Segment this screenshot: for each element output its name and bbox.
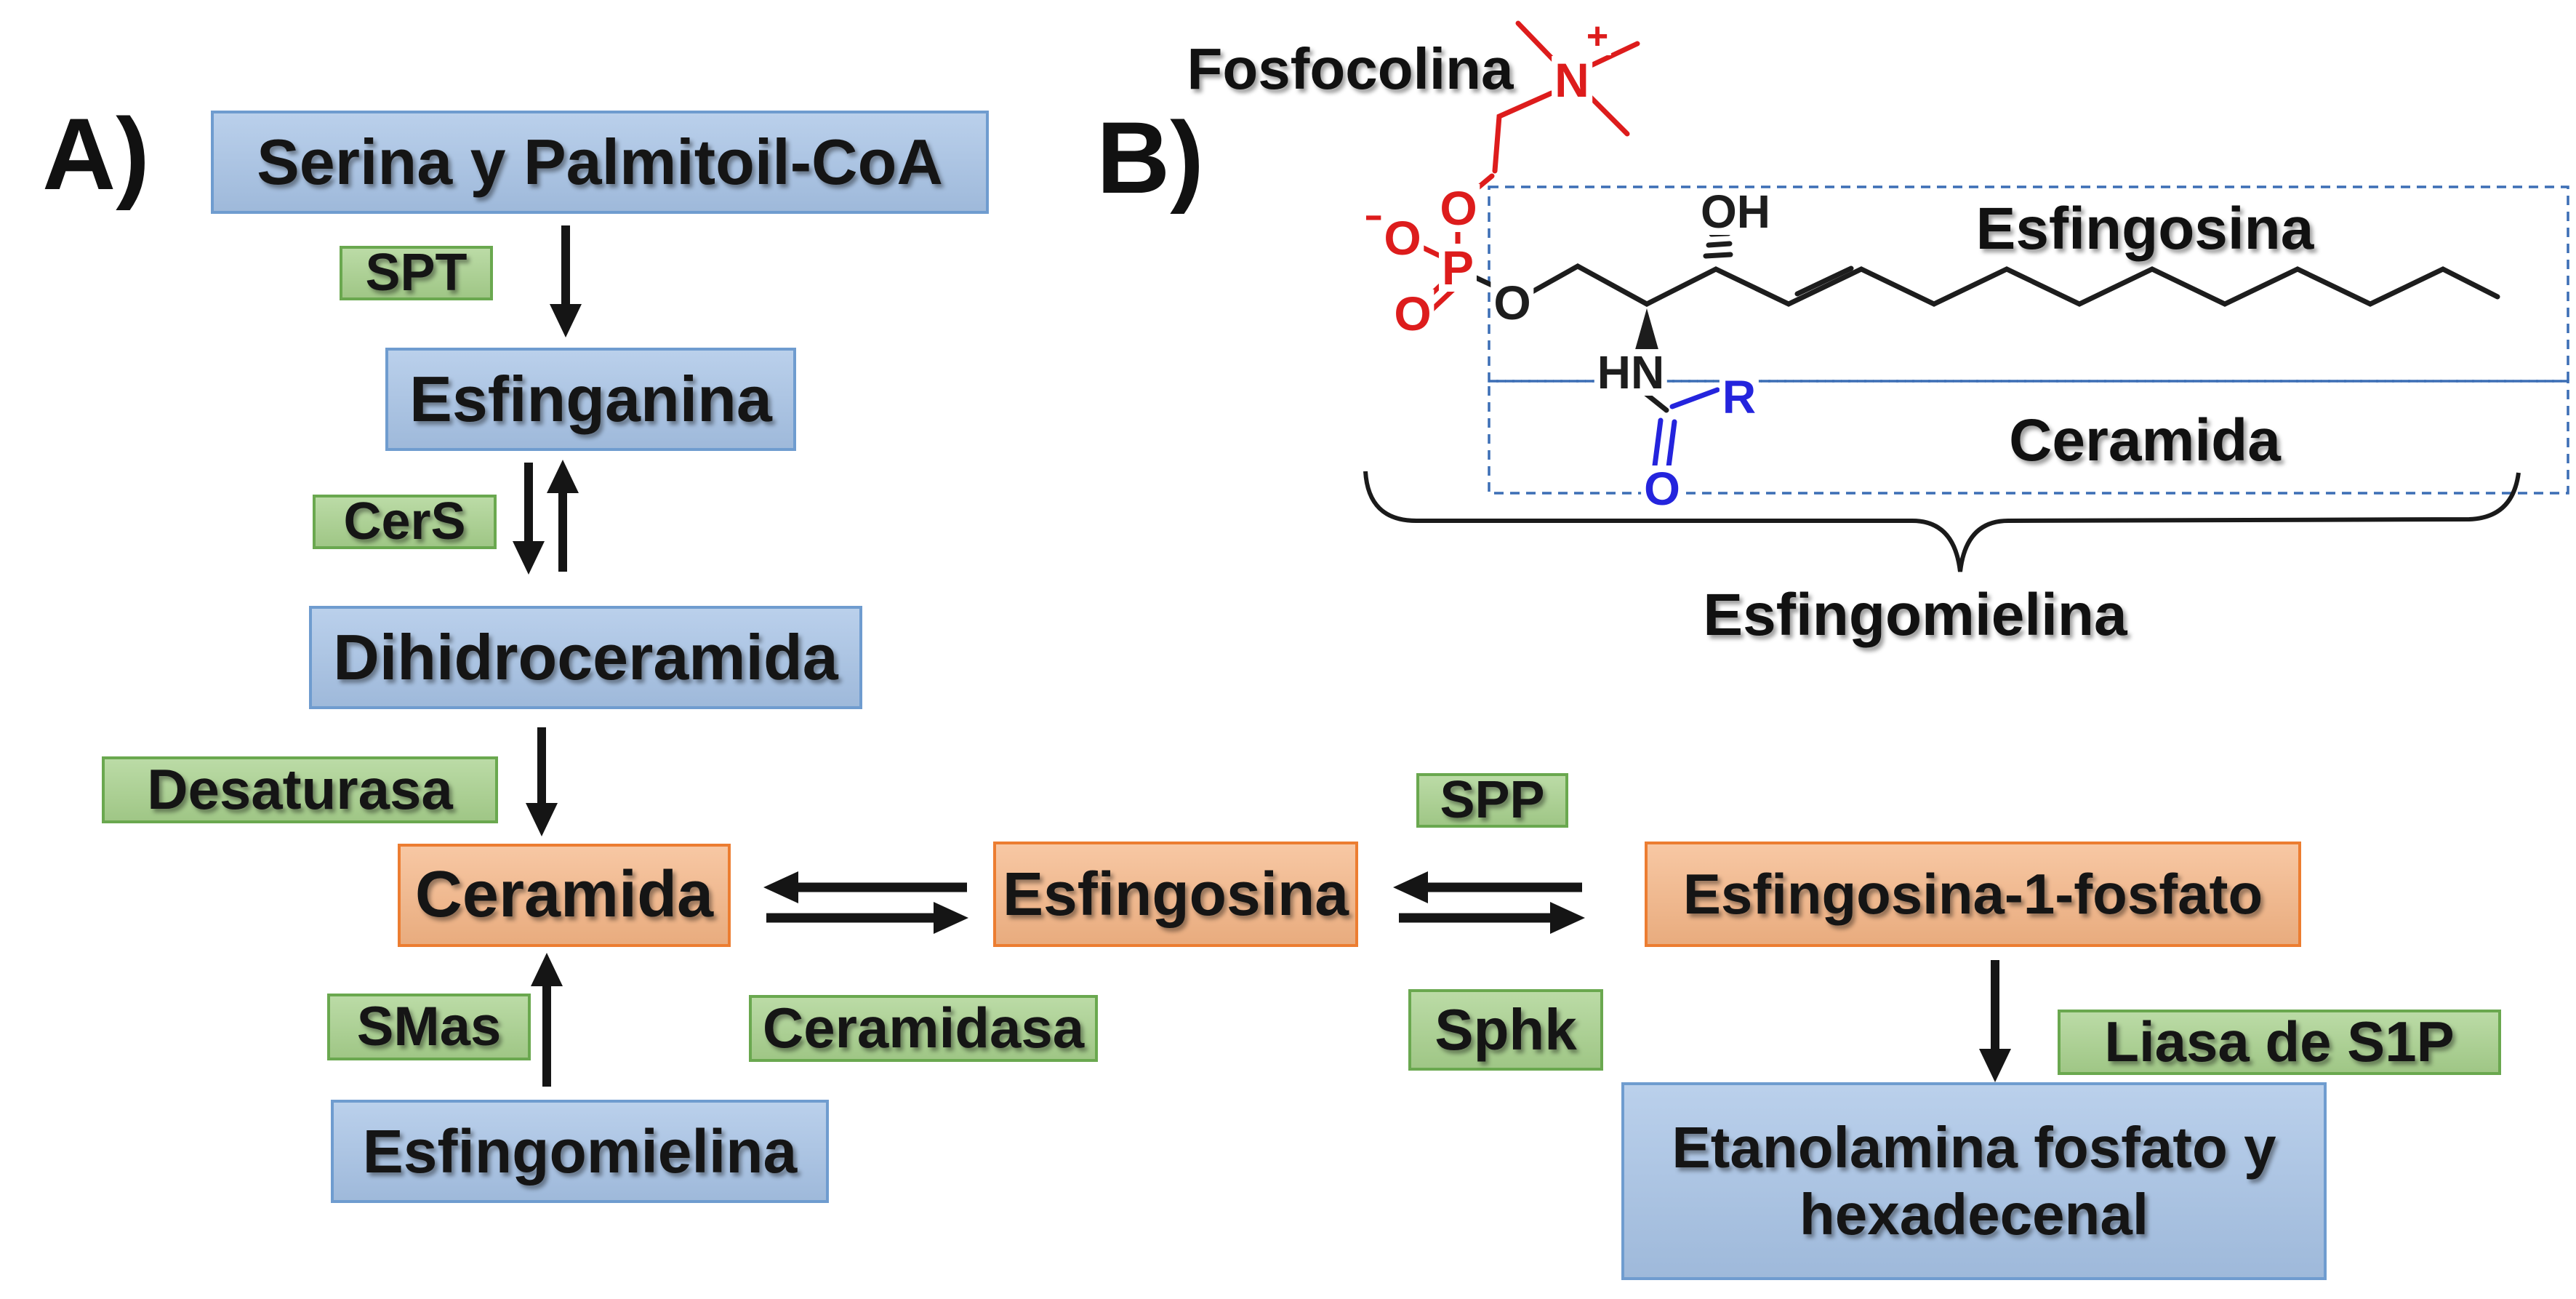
arrow-ceramida-esfingosina-reversible — [763, 871, 968, 934]
atom-o-phosphate-left: O — [1381, 214, 1424, 262]
enzyme-sphk-label: Sphk — [1435, 997, 1577, 1062]
node-serina-label: Serina y Palmitoil-CoA — [257, 126, 943, 199]
node-etanolamina-line1: Etanolamina fosfato y — [1672, 1115, 2276, 1180]
enzyme-liasa-s1p: Liasa de S1P — [2058, 1010, 2501, 1075]
node-esfingomielina-a: Esfingomielina — [331, 1100, 829, 1203]
arrow-esfingosina-e1p-reversible — [1393, 871, 1585, 934]
enzyme-spt: SPT — [340, 244, 493, 303]
enzyme-cers: CerS — [313, 492, 497, 551]
node-etanolamina-line2: hexadecenal — [1799, 1182, 2149, 1247]
enzyme-liasa-s1p-label: Liasa de S1P — [2104, 1010, 2455, 1074]
atom-o-phosphate-double: O — [1391, 289, 1435, 337]
arrow-esfinganina-dihidroceramida-reversible — [513, 460, 579, 575]
enzyme-desaturasa: Desaturasa — [102, 756, 498, 823]
arrow-dihidroceramida-to-ceramida — [526, 727, 558, 836]
enzyme-desaturasa-label: Desaturasa — [147, 757, 453, 822]
node-serina-palmitoil-coa: Serina y Palmitoil-CoA — [211, 111, 989, 214]
node-e1p-label: Esfingosina-1-fosfato — [1682, 861, 2263, 926]
atom-oh-group: OH — [1698, 188, 1773, 235]
node-ceramida: Ceramida — [398, 844, 731, 947]
arrow-serina-to-esfinganina — [550, 225, 582, 337]
esfingomielina-b-label: Esfingomielina — [1703, 582, 2127, 648]
node-esfingomielina-a-label: Esfingomielina — [362, 1116, 798, 1186]
atom-hn-group: HN — [1594, 349, 1668, 396]
node-esfingosina-1-fosfato: Esfingosina-1-fosfato — [1645, 842, 2301, 947]
enzyme-spt-label: SPT — [365, 244, 468, 303]
ceramida-region-dashed-box — [1488, 380, 2569, 495]
node-ceramida-label: Ceramida — [414, 858, 714, 932]
node-esfingosina: Esfingosina — [993, 842, 1358, 947]
arrow-esfingomielina-to-ceramida — [531, 953, 563, 1087]
enzyme-cers-label: CerS — [343, 492, 466, 551]
esfingosina-region-label: Esfingosina — [1975, 196, 2314, 262]
node-esfinganina-label: Esfinganina — [409, 363, 772, 436]
panel-a-label: A) — [42, 97, 150, 211]
charge-plus-label: + — [1583, 17, 1612, 55]
fosfocolina-label: Fosfocolina — [1187, 36, 1514, 101]
atom-o-choline-ester: O — [1437, 184, 1480, 232]
node-esfingosina-label: Esfingosina — [1002, 860, 1349, 929]
node-etanolamina-hexadecenal: Etanolamina fosfato y hexadecenal — [1621, 1082, 2327, 1280]
esfingomielina-brace — [1363, 471, 2521, 572]
panel-b-label: B) — [1096, 100, 1204, 215]
node-dihidroceramida: Dihidroceramida — [309, 606, 862, 709]
atom-n-icon: N — [1552, 56, 1592, 104]
enzyme-spp: SPP — [1416, 771, 1568, 830]
enzyme-ceramidasa-label: Ceramidasa — [762, 996, 1085, 1060]
atom-o-backbone-ester: O — [1490, 279, 1534, 327]
arrow-e1p-to-etanolamina — [1979, 960, 2011, 1082]
acyl-r-group-label: R — [1719, 374, 1760, 420]
stereo-wedge — [1634, 308, 1659, 352]
enzyme-sphk: Sphk — [1408, 989, 1603, 1071]
ceramida-region-label: Ceramida — [2009, 407, 2281, 473]
enzyme-smas-label: SMas — [356, 996, 502, 1058]
atom-p: P — [1438, 244, 1477, 292]
acyl-bonds — [1652, 387, 1720, 470]
enzyme-smas: SMas — [327, 994, 531, 1060]
enzyme-ceramidasa: Ceramidasa — [749, 995, 1098, 1062]
node-dihidroceramida-label: Dihidroceramida — [333, 621, 838, 694]
atom-o-carbonyl: O — [1641, 465, 1683, 512]
enzyme-spp-label: SPP — [1440, 771, 1545, 830]
node-esfinganina: Esfinganina — [385, 348, 796, 451]
